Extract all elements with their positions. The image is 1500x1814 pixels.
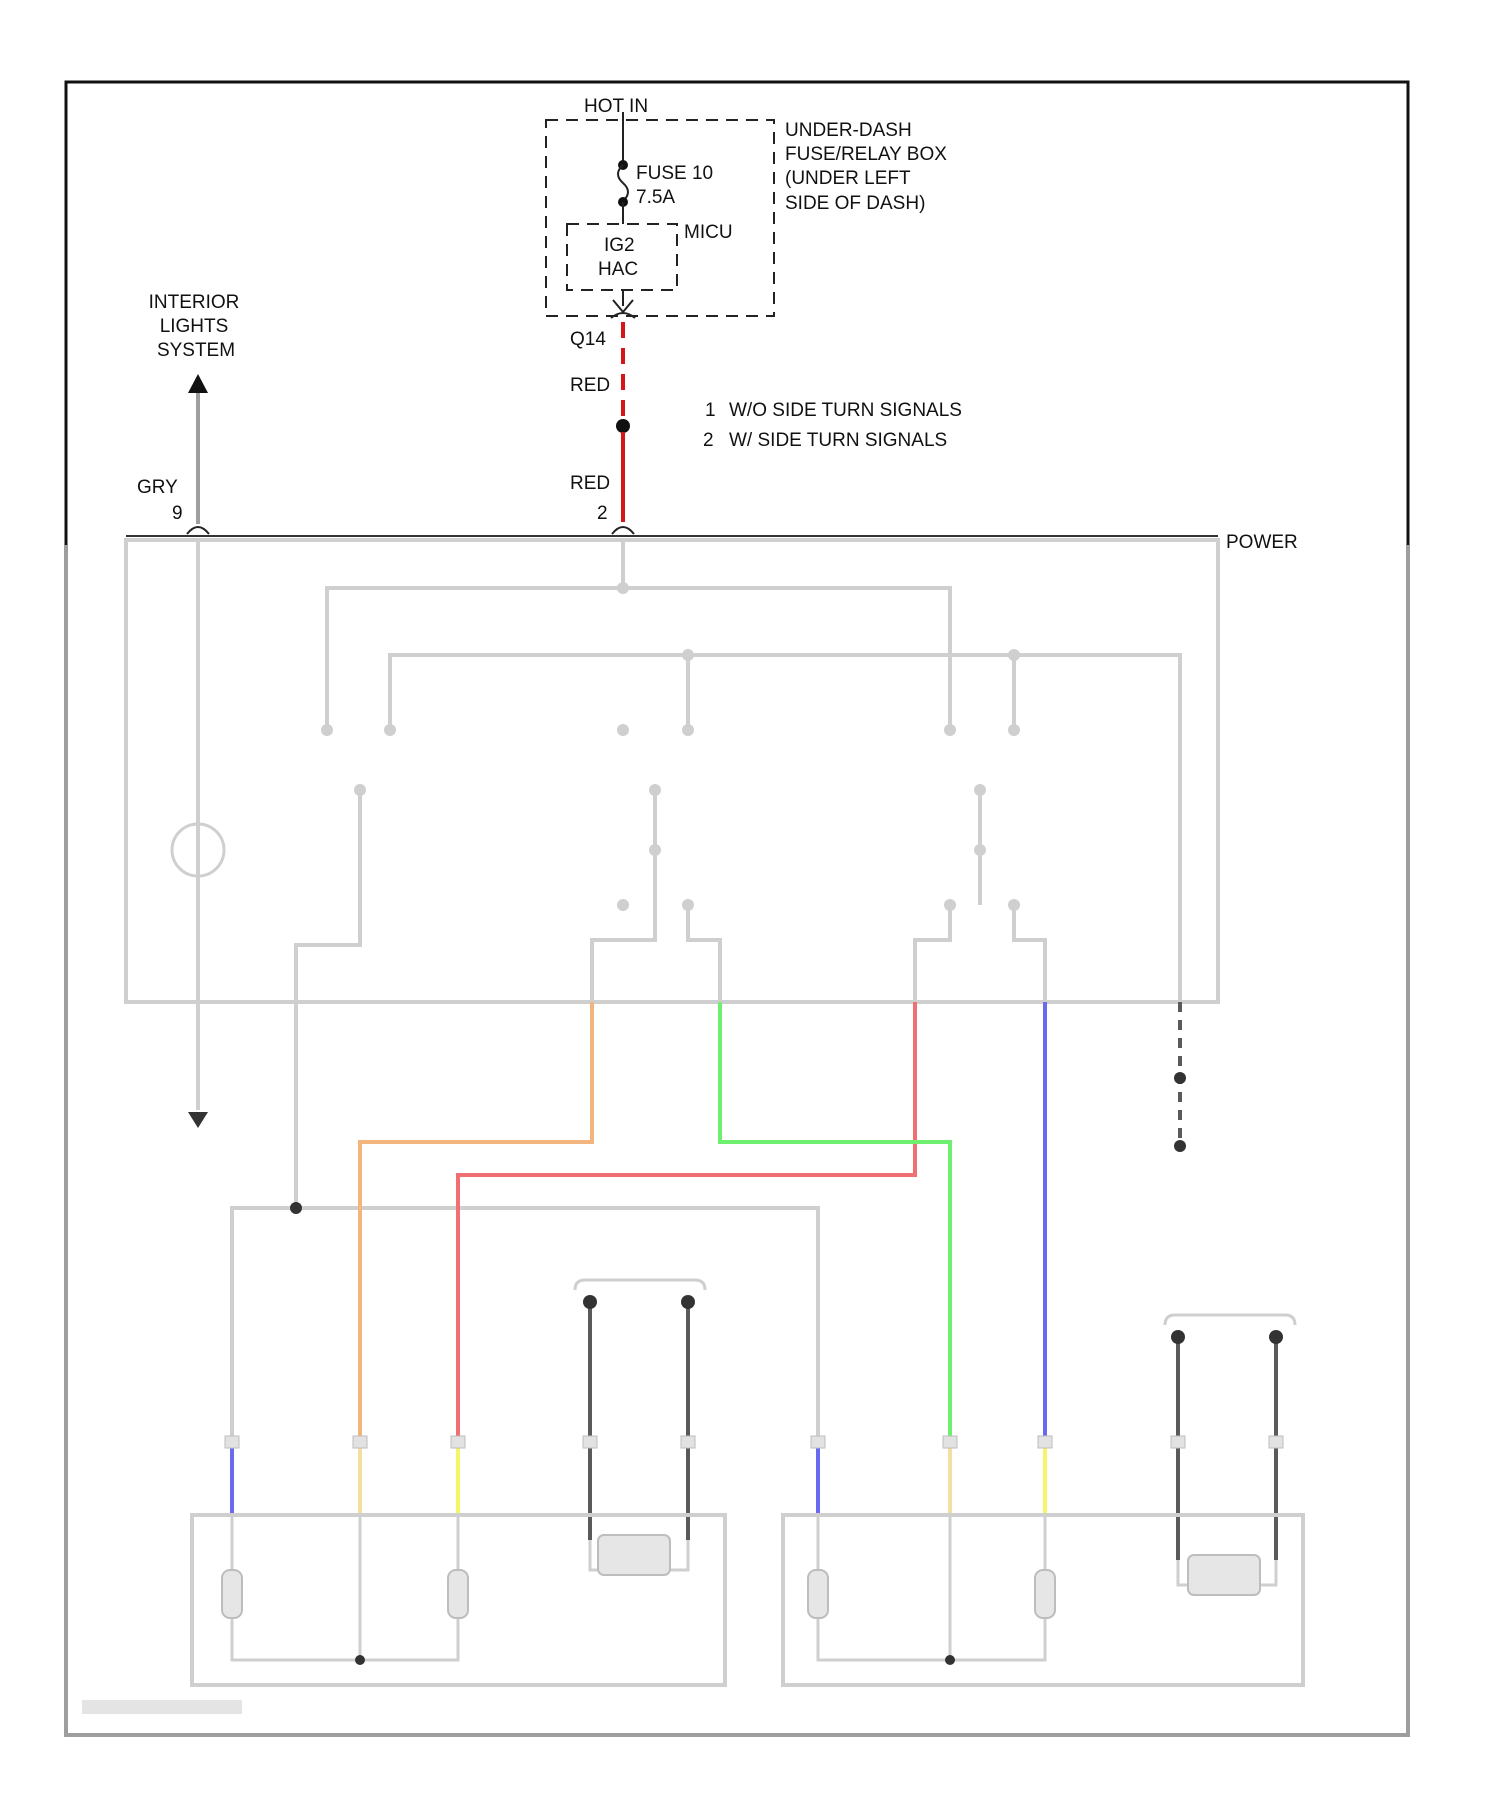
wire-color-red-lower: RED bbox=[570, 473, 610, 494]
fuse-rating-label: 7.5A bbox=[636, 187, 675, 208]
defogger-right-arrow-a bbox=[1171, 1330, 1185, 1344]
power-mirror-switch-box bbox=[126, 540, 1218, 1002]
ground-splice-bottom bbox=[1174, 1140, 1186, 1152]
micu-box bbox=[567, 224, 677, 290]
hot-in-label: HOT IN bbox=[584, 96, 648, 117]
hac-label: HAC bbox=[598, 259, 638, 280]
fuse-box-label-line3: (UNDER LEFT bbox=[785, 168, 911, 189]
org-wire bbox=[360, 1002, 592, 1440]
ig2-label: IG2 bbox=[604, 235, 635, 256]
legend-2-text: W/ SIDE TURN SIGNALS bbox=[729, 430, 947, 451]
legend-1-num: 1 bbox=[705, 400, 716, 421]
pin-9-label: 9 bbox=[172, 503, 183, 524]
interior-lights-line2: LIGHTS bbox=[160, 316, 229, 337]
legend-2-num: 2 bbox=[703, 430, 714, 451]
gry-wire-mirrors bbox=[232, 1002, 818, 1440]
diagram-frame bbox=[66, 82, 1408, 545]
fuse-symbol bbox=[618, 165, 628, 201]
defogger-wires-left bbox=[590, 1300, 688, 1540]
defogger-wires-right bbox=[1178, 1335, 1276, 1560]
defogger-left-arrow-a bbox=[583, 1295, 597, 1309]
gry-splice bbox=[290, 1202, 302, 1214]
connector-q14-label: Q14 bbox=[570, 329, 606, 350]
ground-splice-top bbox=[1174, 1072, 1186, 1084]
switch-internal-wiring bbox=[198, 540, 1180, 1002]
interior-lights-lower-arrow bbox=[188, 1112, 208, 1128]
fuse-box-label-line4: SIDE OF DASH) bbox=[785, 193, 925, 214]
left-mirror-common-node bbox=[355, 1655, 365, 1665]
defogger-left-arrow-b bbox=[681, 1295, 695, 1309]
wire-color-gry: GRY bbox=[137, 477, 178, 498]
mirror-motor-icons bbox=[222, 1535, 1260, 1618]
legend-1-text: W/O SIDE TURN SIGNALS bbox=[729, 400, 962, 421]
fuse-box-label-line2: FUSE/RELAY BOX bbox=[785, 144, 947, 165]
watermark-blur bbox=[82, 1700, 242, 1714]
connector-pin-9-symbol bbox=[187, 527, 209, 534]
defogger-right-arrow-b bbox=[1269, 1330, 1283, 1344]
defogger-brace-right bbox=[1165, 1315, 1295, 1325]
defogger-brace-left bbox=[575, 1280, 705, 1290]
interior-lights-line1: INTERIOR bbox=[149, 292, 240, 313]
connector-pin-2-symbol bbox=[612, 527, 634, 534]
interior-lights-line3: SYSTEM bbox=[157, 340, 235, 361]
red-wire-splice bbox=[616, 419, 630, 433]
micu-label: MICU bbox=[684, 222, 733, 243]
fuse-name-label: FUSE 10 bbox=[636, 163, 713, 184]
mirror-internal-wiring bbox=[232, 1515, 1276, 1660]
right-mirror-common-node bbox=[945, 1655, 955, 1665]
fuse-relay-box bbox=[546, 120, 774, 316]
switch-contacts bbox=[321, 582, 1020, 911]
power-mirror-switch-title: POWER bbox=[1226, 532, 1298, 553]
interior-lights-arrow bbox=[188, 374, 208, 393]
wire-color-red-upper: RED bbox=[570, 375, 610, 396]
fuse-box-label-line1: UNDER-DASH bbox=[785, 120, 912, 141]
pin-2-label: 2 bbox=[597, 503, 608, 524]
mirror-connectors bbox=[225, 1436, 1283, 1448]
